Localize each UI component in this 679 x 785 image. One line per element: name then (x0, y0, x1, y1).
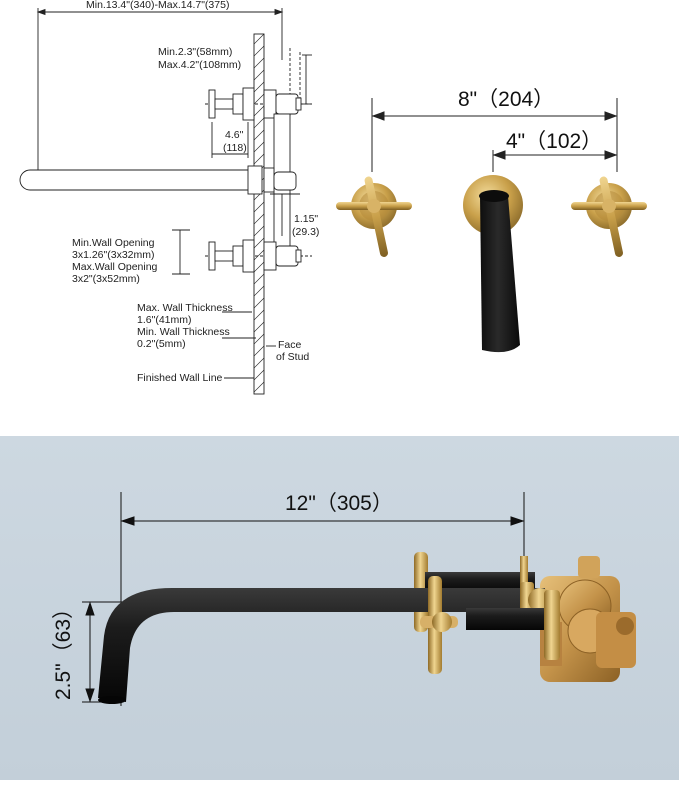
spout-offset-label: 1.15" (294, 213, 318, 225)
handle-spacing-mm-label: (118) (223, 142, 247, 154)
dimension-diagram: Min.13.4"(340)-Max.14.7"(375) Min.2.3"(5… (19, 0, 647, 395)
product-photo: 12"（305） 2.5"（63） (0, 436, 679, 780)
dimension-diagram-panel: Min.13.4"(340)-Max.14.7"(375) Min.2.3"(5… (19, 0, 647, 395)
spout-height-label: 2.5"（63） (52, 598, 75, 700)
handle-spacing-label: 4.6" (225, 129, 244, 141)
min-wall-opening-label: Min.Wall Opening (72, 237, 155, 249)
min-wall-thickness-label: Min. Wall Thickness (137, 326, 230, 338)
finished-wall-line-label: Finished Wall Line (137, 372, 223, 384)
valve-depth-max-label: Max.4.2"(108mm) (158, 59, 241, 71)
side-view-drawing (19, 8, 312, 395)
valve-depth-min-label: Min.2.3"(58mm) (158, 46, 232, 58)
face-of-stud-label-2: of Stud (276, 351, 309, 363)
front-view-dimensions (371, 98, 618, 172)
face-of-stud-label-1: Face (278, 339, 302, 351)
outer-spacing-label: 8"（204） (458, 88, 554, 111)
min-wall-thickness-value: 0.2"(5mm) (137, 338, 186, 350)
max-wall-opening-value: 3x2"(3x52mm) (72, 273, 140, 285)
spout-reach-label: 12"（305） (285, 492, 393, 515)
side-view-labels: Min.13.4"(340)-Max.14.7"(375) Min.2.3"(5… (72, 0, 319, 384)
total-depth-label: Min.13.4"(340)-Max.14.7"(375) (86, 0, 229, 11)
front-right-cross-handle (571, 176, 647, 257)
front-spout (463, 175, 523, 353)
center-spacing-label: 4"（102） (506, 130, 602, 153)
front-left-cross-handle (336, 176, 412, 257)
min-wall-opening-value: 3x1.26"(3x32mm) (72, 249, 155, 261)
max-wall-thickness-value: 1.6"(41mm) (137, 314, 192, 326)
max-wall-opening-label: Max.Wall Opening (72, 261, 158, 273)
photo-front-handle (420, 576, 560, 674)
max-wall-thickness-label: Max. Wall Thickness (137, 302, 233, 314)
product-photo-panel: 12"（305） 2.5"（63） (0, 436, 679, 780)
spout-offset-mm-label: (29.3) (292, 226, 319, 238)
